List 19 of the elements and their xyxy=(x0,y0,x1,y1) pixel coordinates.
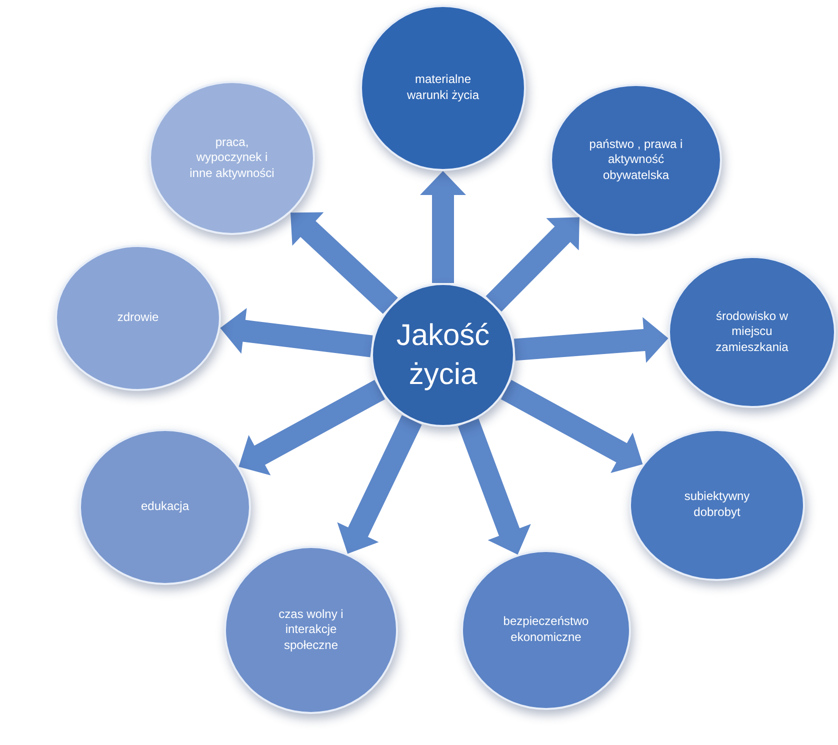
topic-label: państwo , prawa i aktywność obywatelska xyxy=(588,136,684,184)
topic-label: czas wolny i interakcje społeczne xyxy=(278,606,344,654)
center-title: Jakość życia xyxy=(395,318,491,393)
topic-label: praca, wypoczynek i inne aktywności xyxy=(188,134,276,182)
topic-label: bezpieczeństwo ekonomiczne xyxy=(502,614,590,646)
topic-label: subiektywny dobrobyt xyxy=(683,489,751,521)
block-arrow xyxy=(290,212,398,314)
block-arrow xyxy=(486,217,580,312)
block-arrow xyxy=(220,308,373,358)
topic-label: edukacja xyxy=(140,499,190,515)
block-arrow xyxy=(458,418,531,555)
block-arrow xyxy=(420,171,466,283)
topic-label: zdrowie xyxy=(117,310,159,326)
block-arrow xyxy=(514,317,668,363)
block-arrow xyxy=(337,415,422,554)
topic-label: środowisko w miejscu zamieszkania xyxy=(714,308,790,356)
block-arrow xyxy=(500,380,643,473)
topic-label: materialne warunki życia xyxy=(406,72,480,104)
block-arrow xyxy=(238,380,386,476)
